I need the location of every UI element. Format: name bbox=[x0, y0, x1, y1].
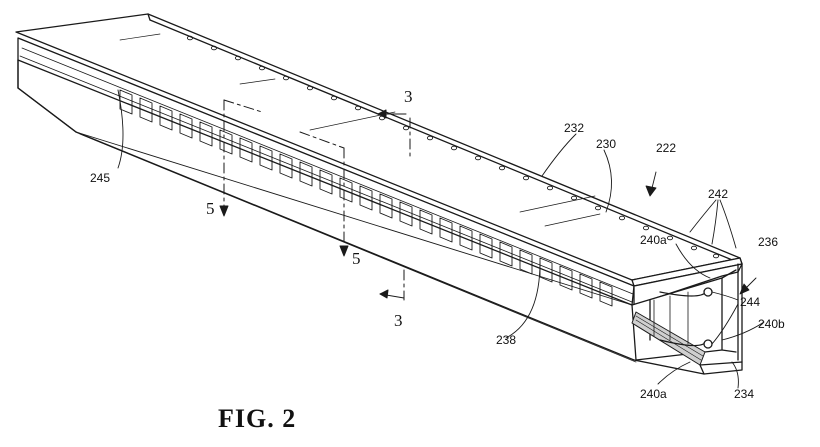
reference-labels: 245 232 230 222 242 236 240a 244 240b 23… bbox=[90, 121, 785, 401]
label-234: 234 bbox=[734, 387, 754, 401]
label-230: 230 bbox=[596, 137, 616, 151]
section-3-top: 3 bbox=[404, 87, 413, 106]
section-5-right: 5 bbox=[352, 249, 361, 268]
label-240a-top: 240a bbox=[640, 233, 667, 247]
label-238: 238 bbox=[496, 333, 516, 347]
label-236: 236 bbox=[758, 235, 778, 249]
section-3-bottom: 3 bbox=[394, 311, 403, 330]
end-profile bbox=[631, 257, 743, 375]
figure-caption: FIG. 2 bbox=[218, 404, 297, 433]
section-5-left: 5 bbox=[206, 199, 215, 218]
label-240a-bottom: 240a bbox=[640, 387, 667, 401]
section-line-5 bbox=[219, 99, 349, 257]
leader-lines bbox=[117, 89, 765, 389]
window-openings bbox=[119, 89, 613, 307]
label-222: 222 bbox=[656, 141, 676, 155]
label-242: 242 bbox=[708, 187, 728, 201]
label-232: 232 bbox=[564, 121, 584, 135]
label-244: 244 bbox=[740, 295, 760, 309]
label-240b: 240b bbox=[758, 317, 785, 331]
section-line-3 bbox=[377, 109, 411, 301]
label-245: 245 bbox=[90, 171, 110, 185]
side-web bbox=[17, 37, 635, 306]
section-markers: 3 3 5 5 bbox=[206, 87, 413, 330]
bolt-holes bbox=[186, 35, 720, 259]
